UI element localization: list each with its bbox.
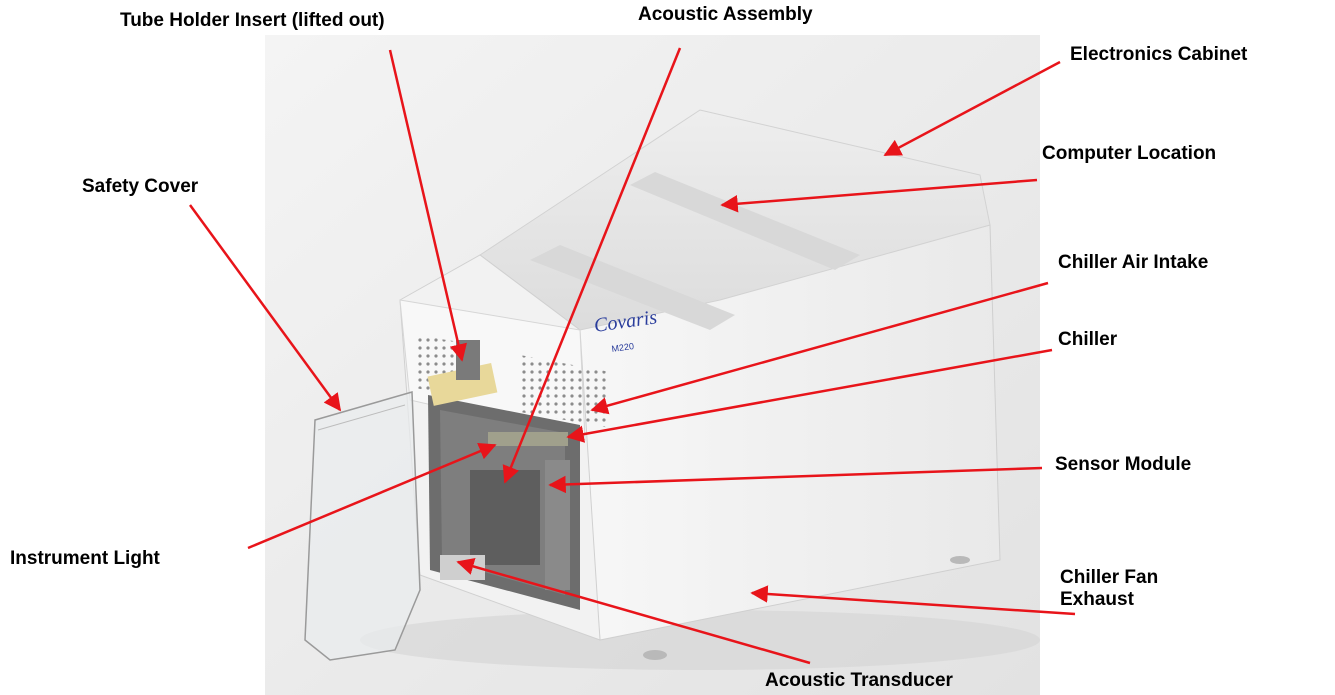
label-sensor-module: Sensor Module	[1055, 454, 1192, 475]
arrow-sensor-module	[548, 466, 1043, 494]
chiller-plate	[488, 432, 568, 446]
arrow-tube-holder	[388, 49, 467, 362]
safety-cover-edge	[317, 404, 406, 431]
floor-shadow	[360, 610, 1040, 670]
label-computer-location: Computer Location	[1042, 143, 1217, 164]
label-electronics-cabinet: Electronics Cabinet	[1070, 44, 1248, 65]
top-rail-front	[530, 245, 735, 330]
sensor-block	[545, 460, 570, 590]
arrow-acoustic-assembly	[502, 47, 682, 484]
label-chiller-fan-exhaust: Chiller Fan Exhaust	[1060, 567, 1159, 610]
foot-right	[950, 556, 970, 564]
arrow-chiller	[566, 348, 1053, 443]
arrow-chiller-fan-exhaust	[750, 585, 1076, 616]
label-chiller-air-intake: Chiller Air Intake	[1058, 252, 1209, 273]
model-label: M220	[611, 341, 635, 354]
label-safety-cover: Safety Cover	[82, 176, 199, 197]
arrow-acoustic-transducer	[456, 557, 811, 665]
vent-grille-right	[520, 355, 610, 428]
label-acoustic-assembly: Acoustic Assembly	[638, 4, 813, 25]
top-rail-back	[630, 172, 860, 270]
label-acoustic-transducer: Acoustic Transducer	[765, 670, 953, 691]
arrow-electronics-cabinet	[883, 60, 1061, 157]
label-instrument-light: Instrument Light	[10, 548, 160, 569]
arrow-instrument-light	[247, 442, 497, 550]
arrow-safety-cover	[188, 204, 342, 412]
arrow-computer-location	[720, 178, 1038, 213]
arrow-chiller-air-intake	[590, 281, 1049, 415]
label-chiller: Chiller	[1058, 329, 1118, 350]
acoustic-block	[470, 470, 540, 565]
foot-front	[643, 650, 667, 660]
label-tube-holder-insert: Tube Holder Insert (lifted out)	[120, 10, 385, 31]
safety-cover	[304, 391, 421, 661]
